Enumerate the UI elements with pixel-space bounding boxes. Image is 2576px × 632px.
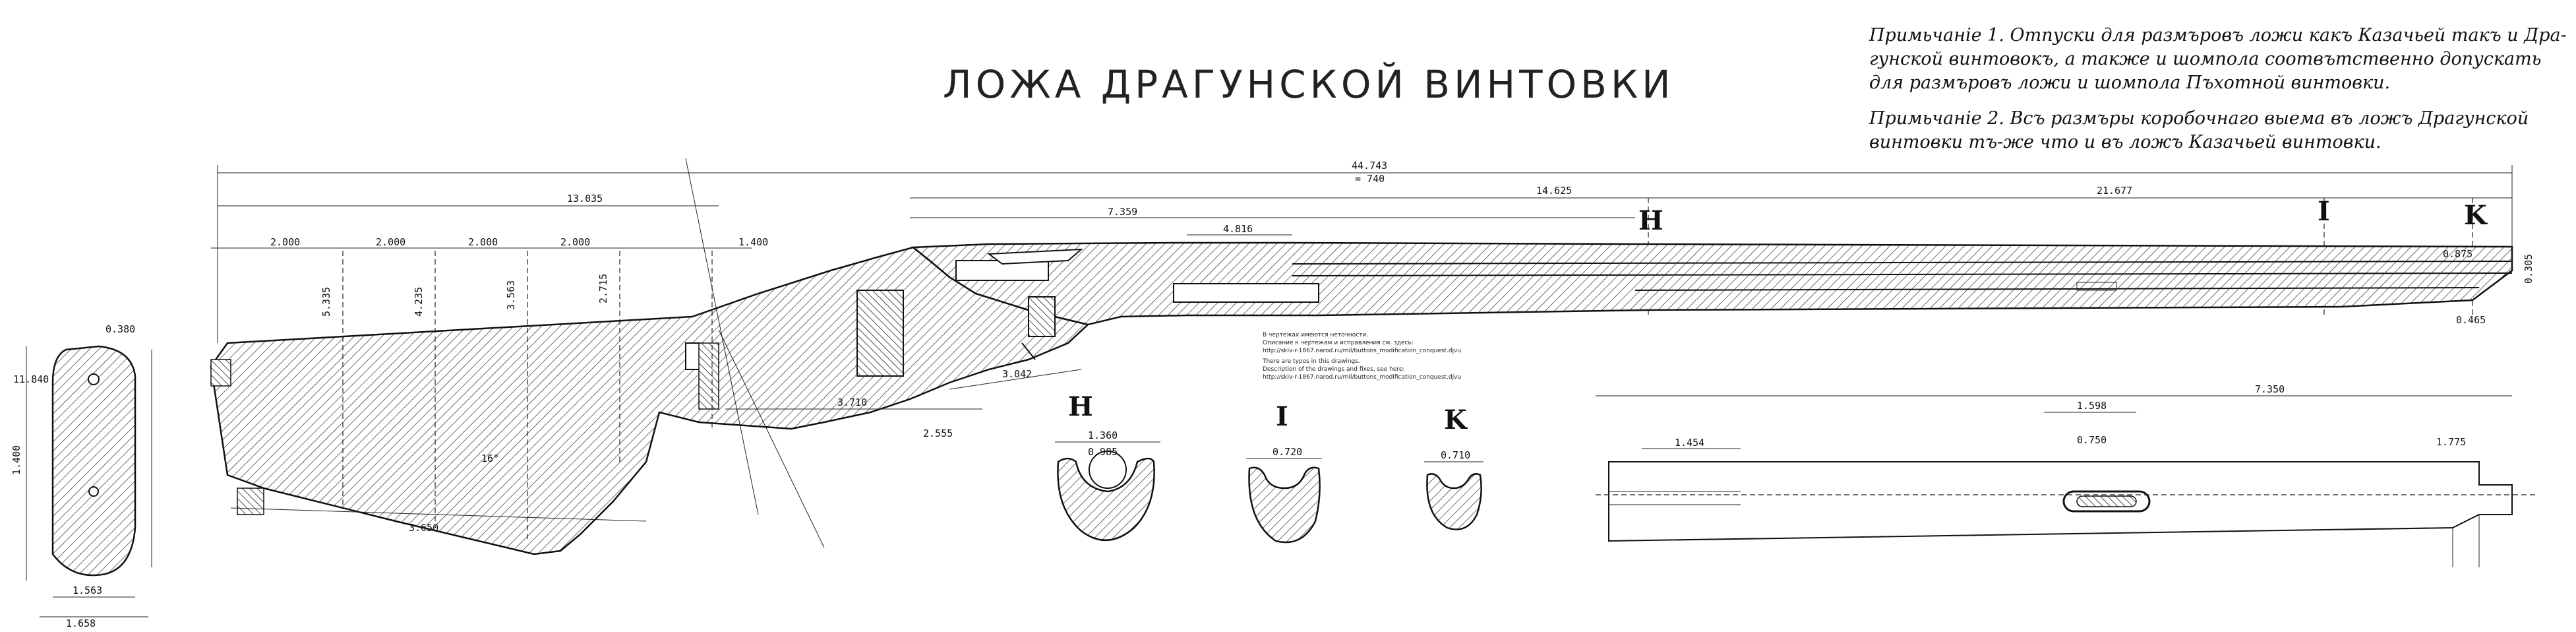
marker-k: K: [2464, 200, 2488, 231]
dim-tip: 0.875: [2443, 248, 2472, 260]
dim-end-a: 0.465: [2456, 314, 2486, 326]
dim-ramrod-total: 7.350: [2255, 383, 2285, 395]
dim-end-b: 0.305: [2523, 254, 2534, 284]
marker-i: I: [2318, 196, 2330, 227]
dim-seg1: 2.000: [270, 236, 300, 248]
dim-mid2: 14.625: [1536, 185, 1572, 197]
section-i-view: I 0.720: [1246, 401, 1322, 544]
dim-seg4: 2.000: [560, 236, 590, 248]
dim-sec-k-w: 0.710: [1441, 449, 1470, 461]
dim-plate-h: 1.400: [11, 445, 22, 475]
dim-seg5: 1.400: [738, 236, 768, 248]
dim-ramrod-b: 0.750: [2077, 434, 2107, 446]
dim-breech: 4.816: [1223, 223, 1253, 235]
dim-sec-h-w2: 0.985: [1088, 446, 1118, 458]
section-k-view: K 0.710: [1424, 404, 1483, 530]
stock-profile: [210, 158, 2513, 555]
dim-ramrod-d: 1.775: [2436, 436, 2466, 448]
correction-note: В чертежах имеются неточности. Описание …: [1262, 332, 1461, 381]
small-text-6: http://skiv-r-1867.narod.ru/mil/buttons_…: [1263, 374, 1461, 381]
dim-butt-a: 0.380: [105, 323, 135, 335]
note-line-3: для размъровъ ложи и шомпола Пъхотной ви…: [1869, 73, 2390, 93]
section-k-label: K: [1444, 404, 1468, 435]
note-line-4: Примьчаніе 2. Всъ размъры коробочнаго вы…: [1869, 108, 2529, 129]
dim-guard: 3.042: [1002, 368, 1032, 380]
note-line-5: винтовки тъ-же что и въ ложъ Казачьей ви…: [1869, 132, 2381, 152]
dim-plate-w2: 1.658: [66, 617, 96, 629]
section-i-label: I: [1276, 401, 1288, 432]
stock-lower-dims: 3.650 3.710 3.042 2.555 16° 0.875 0.465 …: [230, 248, 2534, 534]
dim-sub: 2.555: [923, 427, 953, 439]
dim-seg3: 2.000: [468, 236, 498, 248]
small-text-2: Описание к чертежам и исправления см. зд…: [1263, 340, 1414, 346]
dim-butt-b: 11.840: [13, 373, 49, 385]
butt-plate-view: 0.380 11.840 1.563 1.658 1.400: [11, 323, 152, 629]
small-text-1: В чертежах имеются неточности.: [1263, 332, 1368, 338]
dim-ramrod-c: 1.454: [1675, 437, 1704, 449]
dim-seg2: 2.000: [376, 236, 405, 248]
small-text-4: There are typos in this drawings.: [1262, 358, 1360, 365]
dim-angle: 16°: [481, 453, 499, 464]
dim-plate-w: 1.563: [73, 585, 102, 596]
forend-view: 7.350 1.598 0.750 1.454 1.775: [1596, 383, 2538, 567]
dim-h3: 3.563: [505, 280, 517, 310]
dim-h4: 2.715: [597, 274, 609, 303]
notes-block: Примьчаніе 1. Отпуски для размъровъ ложи…: [1869, 25, 2567, 152]
dim-right: 21.677: [2097, 185, 2132, 197]
dim-h2: 4.235: [413, 287, 425, 317]
marker-h: H: [1638, 205, 1663, 236]
overall-dimensions: 44.743 = 740 13.035 14.625 21.677 7.359 …: [217, 160, 2513, 343]
dim-left: 13.035: [567, 193, 603, 205]
dim-mid: 7.359: [1108, 206, 1137, 218]
note-line-1: Примьчаніе 1. Отпуски для размъровъ ложи…: [1869, 25, 2567, 46]
small-text-3: http://skiv-r-1867.narod.ru/mil/buttons_…: [1263, 348, 1461, 354]
butt-stations: 2.000 2.000 2.000 2.000 1.400 5.335 4.23…: [211, 236, 768, 541]
section-h-view: H 1.360 0.985: [1055, 391, 1160, 541]
dim-sec-h-w: 1.360: [1088, 429, 1118, 441]
small-text-5: Description of the drawings and fixes, s…: [1263, 366, 1404, 373]
dim-overall-b: = 740: [1355, 173, 1385, 185]
drawing-title: ЛОЖА ДРАГУНСКОЙ ВИНТОВКИ: [943, 61, 1675, 107]
dim-sec-i-w: 0.720: [1273, 446, 1302, 458]
note-line-2: гунской винтовокъ, а также и шомпола соо…: [1869, 49, 2541, 69]
dim-overall-a: 44.743: [1352, 160, 1387, 172]
dim-stock-low: 3.650: [409, 522, 438, 534]
dim-h1: 5.335: [320, 287, 332, 317]
dim-ramrod-a: 1.598: [2077, 400, 2107, 412]
dim-grip: 3.710: [837, 396, 867, 408]
section-h-label: H: [1068, 391, 1093, 422]
